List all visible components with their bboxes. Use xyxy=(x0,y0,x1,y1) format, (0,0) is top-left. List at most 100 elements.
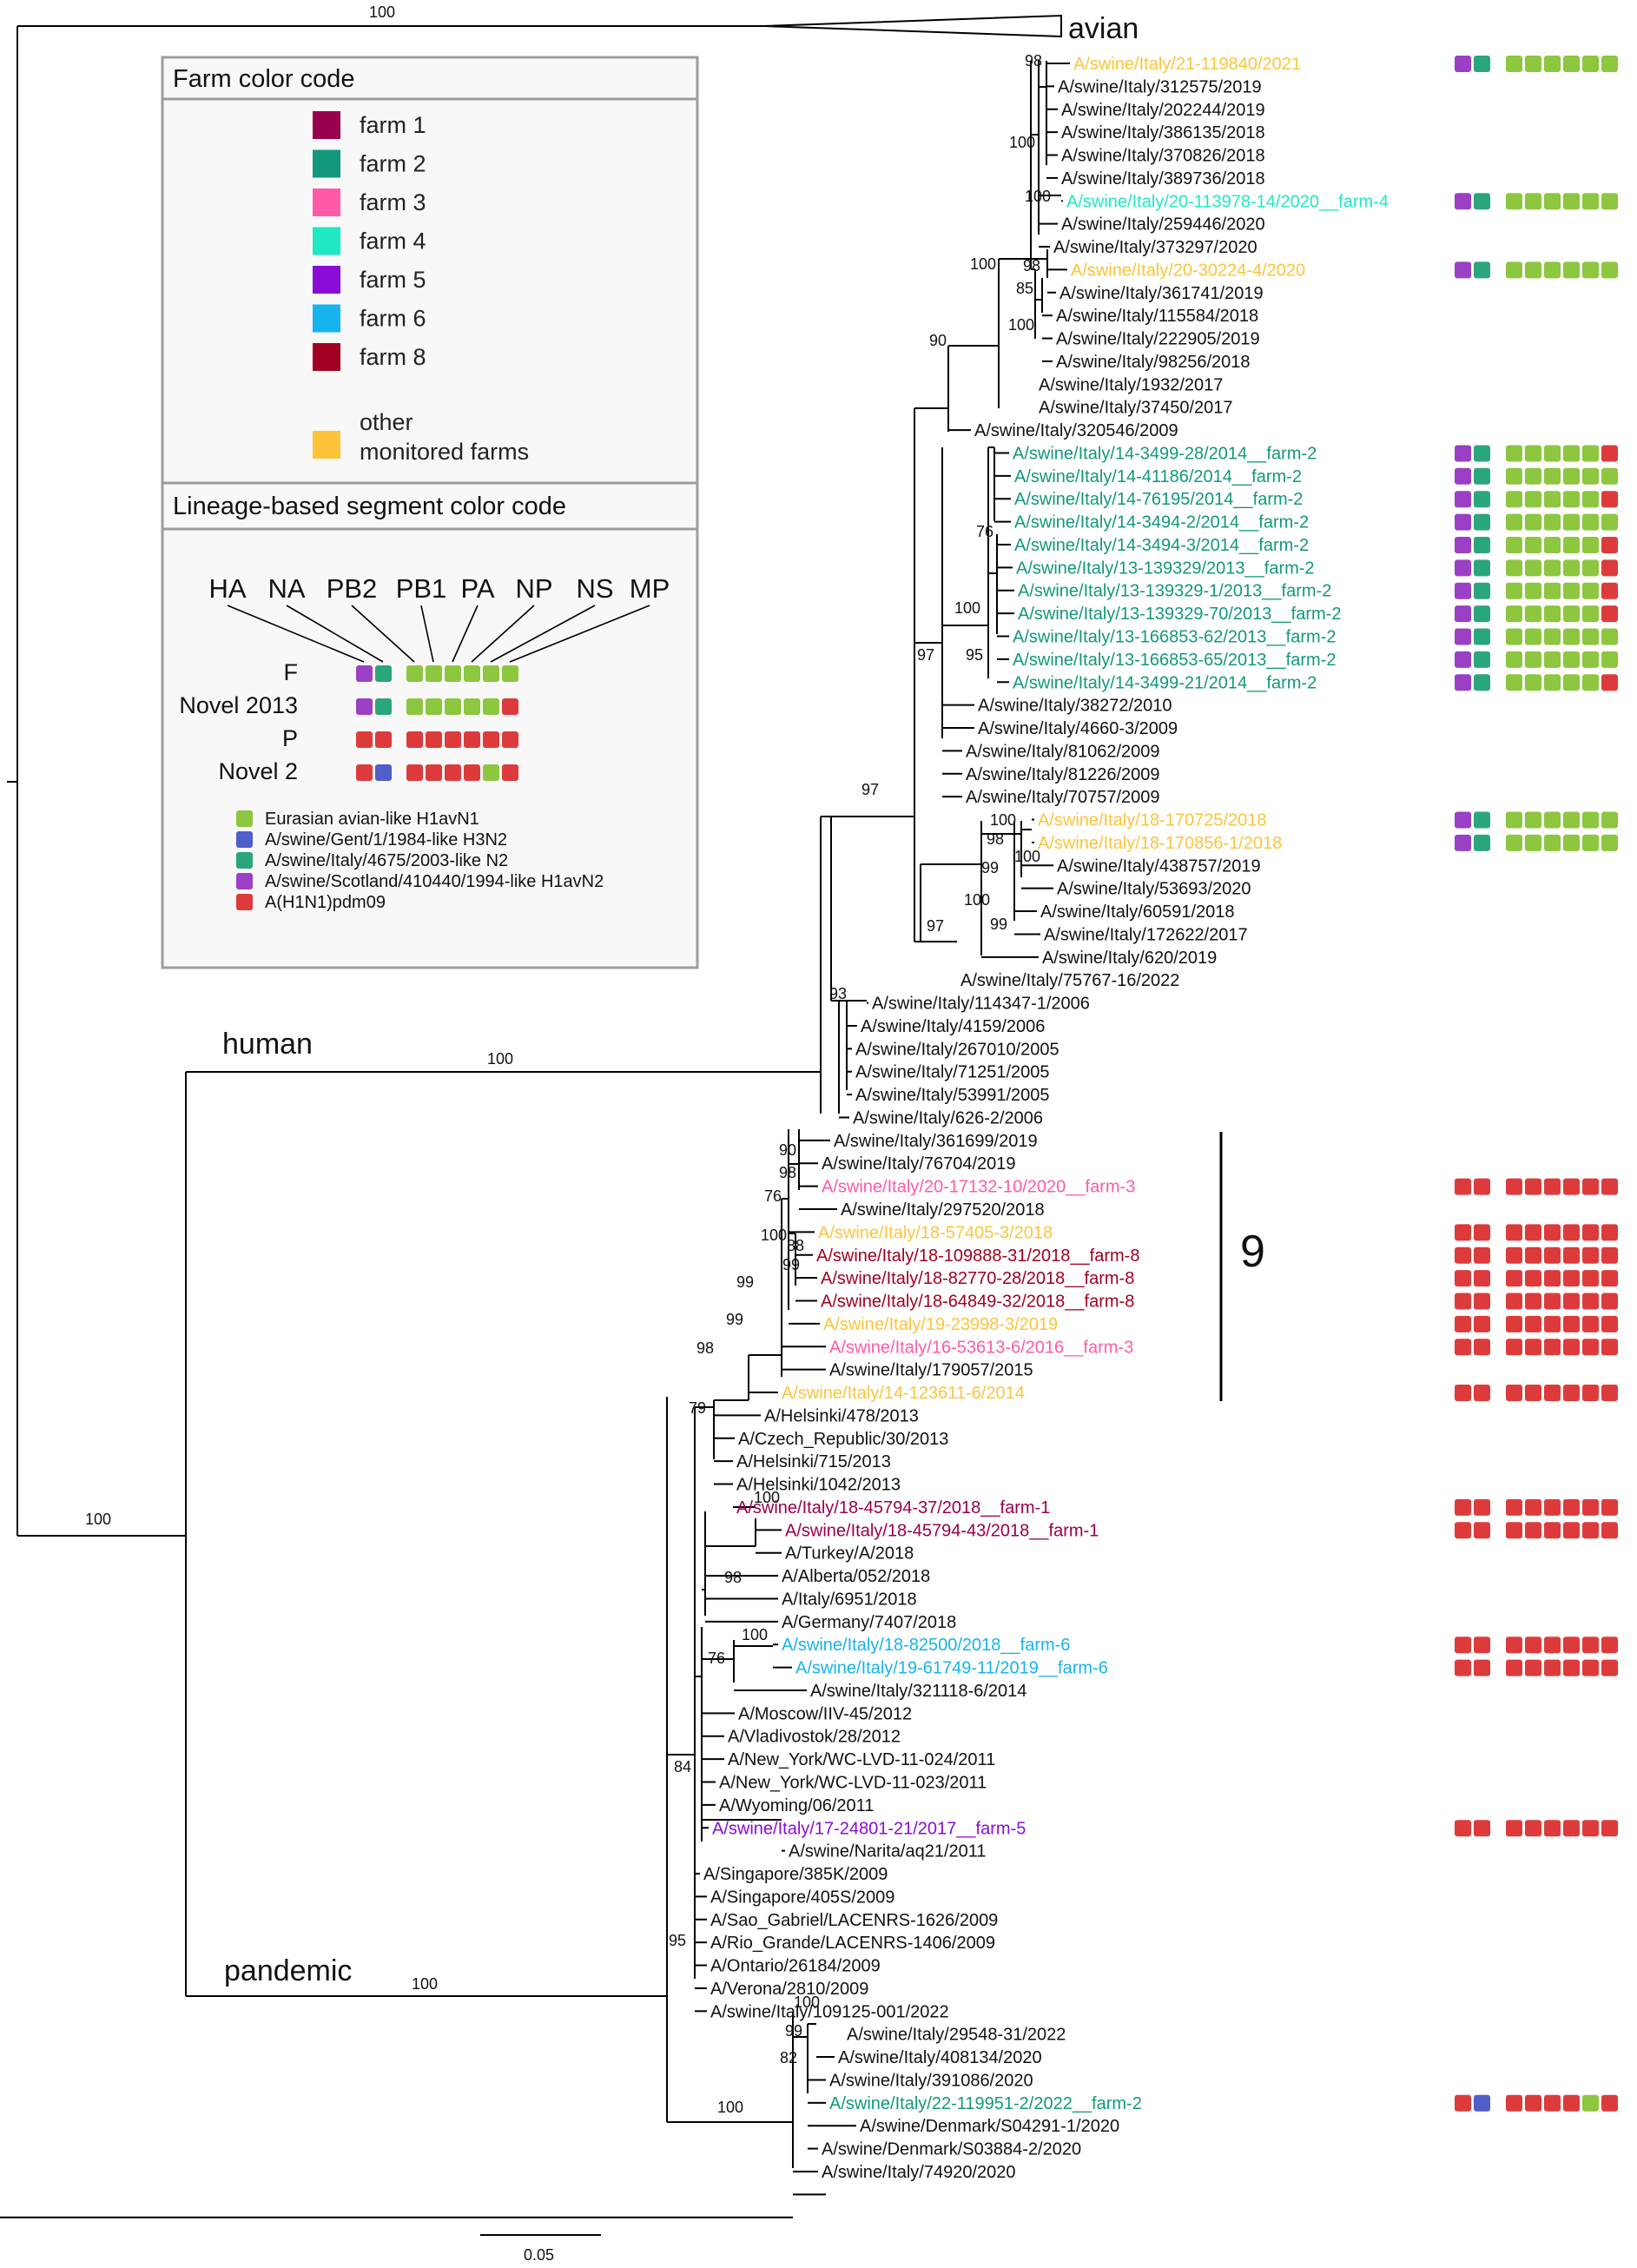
segment-box xyxy=(406,665,423,682)
segment-row-label: P xyxy=(282,725,298,751)
segment-box xyxy=(1563,1659,1580,1676)
leaf-label: A/swine/Italy/179057/2015 xyxy=(829,1361,1033,1380)
segment-box xyxy=(1582,605,1599,623)
segment-box xyxy=(1525,582,1541,599)
leaf-label: A/swine/Italy/38272/2010 xyxy=(978,697,1172,716)
segment-box xyxy=(1544,582,1561,599)
farm-legend-label: farm 1 xyxy=(360,112,426,138)
segment-box xyxy=(1544,1637,1561,1654)
segment-box xyxy=(1525,1339,1541,1356)
segment-box xyxy=(1544,1522,1561,1539)
segment-box xyxy=(1455,605,1471,623)
segment-box xyxy=(1525,1224,1541,1241)
segment-box xyxy=(1455,1339,1471,1356)
leaf-labels: A/swine/Italy/21-119840/2021A/swine/Ital… xyxy=(703,55,1389,2182)
segment-box xyxy=(1455,1270,1471,1287)
leaf-label: A/swine/Italy/74920/2020 xyxy=(822,2163,1016,2182)
leaf-label: A/Helsinki/715/2013 xyxy=(736,1452,891,1471)
segment-box xyxy=(1544,1385,1561,1401)
leaf-label: A/Verona/2810/2009 xyxy=(710,1980,868,1999)
bootstrap-value: 99 xyxy=(990,916,1007,933)
segment-box xyxy=(1474,1178,1490,1195)
segment-connector xyxy=(286,605,384,663)
segment-box xyxy=(1506,467,1522,485)
segment-box xyxy=(1563,261,1580,279)
segment-box xyxy=(1455,537,1471,553)
segment-box xyxy=(1474,1339,1490,1356)
leaf-label: A/swine/Italy/361741/2019 xyxy=(1059,284,1264,303)
segment-connector xyxy=(452,605,479,663)
segment-box xyxy=(1601,491,1618,508)
segment-box xyxy=(1544,445,1561,462)
clade-label-human: human xyxy=(222,1028,313,1061)
bootstrap-value: 98 xyxy=(987,830,1004,848)
segment-box xyxy=(1474,193,1490,210)
segment-box xyxy=(1582,56,1599,72)
leaf-label: A/Rio_Grande/LACENRS-1406/2009 xyxy=(710,1934,995,1953)
segment-box xyxy=(1563,193,1580,210)
leaf-label: A/swine/Italy/14-3499-28/2014__farm-2 xyxy=(1013,445,1317,464)
segment-box xyxy=(1582,1385,1599,1401)
segment-box xyxy=(1455,674,1471,691)
leaf-label: A/Singapore/405S/2009 xyxy=(710,1888,894,1907)
bootstrap-value: 88 xyxy=(787,1237,804,1254)
bootstrap-value: 100 xyxy=(794,1994,820,2011)
bootstrap-value: 98 xyxy=(779,1164,796,1181)
leaf-label: A/swine/Italy/626-2/2006 xyxy=(853,1109,1043,1128)
segment-header: NA xyxy=(267,573,305,604)
leaf-label: A/swine/Italy/18-82500/2018__farm-6 xyxy=(782,1636,1070,1655)
leaf-label: A/Sao_Gabriel/LACENRS-1626/2009 xyxy=(710,1911,998,1930)
leaf-label: A/swine/Italy/370826/2018 xyxy=(1061,147,1265,166)
lineage-key-label: Eurasian avian-like H1avN1 xyxy=(265,810,479,829)
segment-box xyxy=(1601,1385,1618,1401)
segment-box xyxy=(1474,513,1490,531)
segment-box xyxy=(1455,1293,1471,1310)
segment-box xyxy=(464,764,480,781)
leaf-label: A/swine/Italy/18-45794-37/2018__farm-1 xyxy=(736,1498,1050,1518)
segment-box xyxy=(1563,605,1580,623)
segment-box xyxy=(1506,651,1522,668)
bootstrap-value: 99 xyxy=(785,2022,802,2040)
bootstrap-value: 85 xyxy=(1016,280,1033,297)
segment-box xyxy=(1525,1385,1541,1401)
segment-box xyxy=(483,731,499,748)
leaf-label: A/Ontario/26184/2009 xyxy=(710,1957,881,1976)
segment-box xyxy=(1506,1293,1522,1310)
leaf-label: A/swine/Italy/109125-001/2022 xyxy=(710,2002,949,2021)
segment-box xyxy=(1601,1522,1618,1539)
segment-box xyxy=(1544,834,1561,851)
bootstrap-value: 100 xyxy=(1009,134,1035,151)
segment-box xyxy=(1525,491,1541,508)
segment-box xyxy=(1582,537,1599,553)
segment-box xyxy=(1474,674,1490,691)
segment-header: HA xyxy=(208,573,246,604)
segment-box xyxy=(1563,1522,1580,1539)
clade-label-pandemic: pandemic xyxy=(224,1954,352,1987)
segment-box xyxy=(1563,582,1580,599)
segment-box xyxy=(406,731,423,748)
segment-header: NP xyxy=(515,573,552,604)
segment-box xyxy=(483,764,499,781)
segment-box xyxy=(1601,1498,1618,1516)
segment-box xyxy=(406,764,423,781)
leaf-label: A/Helsinki/1042/2013 xyxy=(736,1476,901,1495)
segment-box xyxy=(1525,513,1541,531)
leaf-label: A/Singapore/385K/2009 xyxy=(703,1865,888,1884)
segment-box xyxy=(1563,559,1580,577)
segment-box xyxy=(1506,1637,1522,1654)
leaf-label: A/Moscow/IIV-45/2012 xyxy=(738,1704,912,1723)
segment-box xyxy=(1455,559,1471,577)
bootstrap-value: 90 xyxy=(929,332,947,349)
segment-box xyxy=(1601,559,1618,577)
leaf-label: A/New_York/WC-LVD-11-023/2011 xyxy=(719,1774,987,1793)
bootstrap-value: 99 xyxy=(726,1311,743,1328)
segment-box xyxy=(1582,1820,1599,1837)
leaf-label: A/swine/Italy/53991/2005 xyxy=(855,1086,1050,1105)
leaf-label: A/Vladivostok/28/2012 xyxy=(728,1728,901,1747)
segment-box xyxy=(1474,1315,1490,1332)
segment-box xyxy=(1474,1246,1490,1264)
leaf-label: A/swine/Italy/4660-3/2009 xyxy=(978,719,1178,738)
bootstrap-value: 100 xyxy=(369,3,395,21)
segment-box xyxy=(1601,261,1618,279)
segment-box xyxy=(375,764,392,781)
